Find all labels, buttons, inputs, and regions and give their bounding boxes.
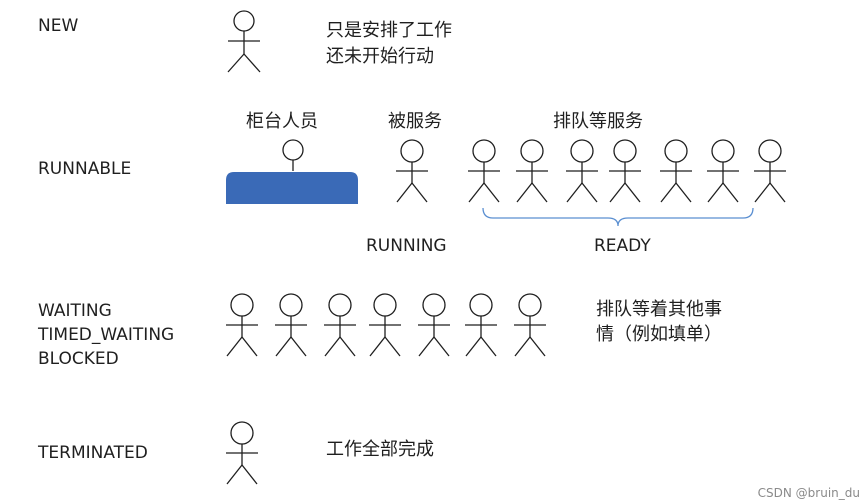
terminated-person-icon (226, 421, 258, 485)
state-new: NEW (38, 16, 79, 36)
waiting-note-line1: 排队等着其他事 (596, 299, 722, 320)
state-blocked: BLOCKED (38, 349, 119, 369)
new-note-line1: 只是安排了工作 (326, 20, 452, 41)
waiting-person-icon (226, 293, 258, 357)
watermark: CSDN @bruin_du (757, 486, 860, 500)
waiting-note-line2: 情（例如填单） (596, 324, 722, 345)
waiting-person-icon (275, 293, 307, 357)
waiting-person-icon (324, 293, 356, 357)
queue-person-icon (660, 139, 692, 203)
queue-person-icon (516, 139, 548, 203)
queue-person-icon (754, 139, 786, 203)
running-label: RUNNING (366, 236, 447, 256)
queue-person-icon (609, 139, 641, 203)
served-label: 被服务 (388, 111, 442, 132)
new-note-line2: 还未开始行动 (326, 46, 434, 67)
queue-person-icon (468, 139, 500, 203)
served-person-icon (396, 139, 428, 203)
state-terminated: TERMINATED (38, 443, 148, 463)
waiting-group (226, 293, 546, 357)
terminated-note: 工作全部完成 (326, 439, 434, 460)
state-timed-waiting: TIMED_WAITING (38, 325, 175, 345)
queue-person-icon (566, 139, 598, 203)
queue-person-icon (707, 139, 739, 203)
state-waiting: WAITING (38, 301, 112, 321)
ready-queue (468, 139, 786, 203)
waiting-person-icon (418, 293, 450, 357)
state-runnable: RUNNABLE (38, 159, 132, 179)
person-icon (227, 10, 261, 73)
ready-bracket (482, 207, 754, 227)
waiting-person-icon (369, 293, 401, 357)
counter-desk (226, 139, 358, 204)
waiting-person-icon (465, 293, 497, 357)
counter-label: 柜台人员 (246, 111, 318, 132)
waiting-person-icon (514, 293, 546, 357)
queue-label: 排队等服务 (553, 111, 643, 132)
ready-label: READY (594, 236, 651, 256)
